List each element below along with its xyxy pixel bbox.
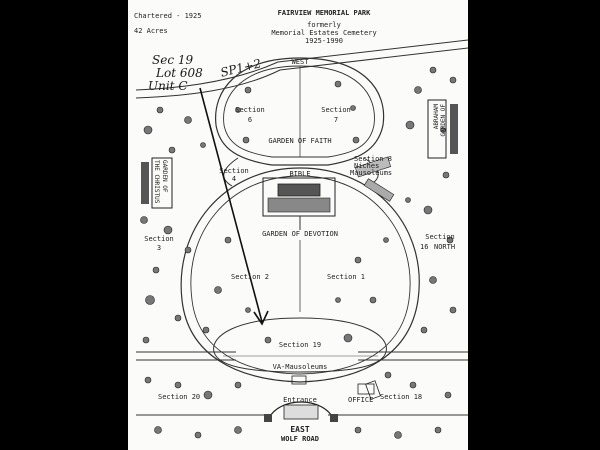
garden-of-christus-label: GARDEN OF — [161, 160, 168, 193]
former-name: Memorial Estates Cemetery — [271, 29, 377, 37]
section-16-label: Section — [425, 233, 455, 241]
section-3-label: Section — [144, 235, 174, 243]
section-18-label: Section 18 — [380, 393, 423, 401]
niches-label: Niches — [354, 162, 380, 170]
hand-drawn-arrow-icon — [199, 87, 263, 323]
acres-label: 42 Acres — [134, 27, 168, 35]
section-2-label: Section 2 — [231, 273, 269, 281]
cemetery-map-drawing — [135, 39, 468, 439]
section-8-label: Section 8 — [354, 155, 392, 163]
section-3-number: 3 — [156, 244, 162, 252]
chartered-label: Chartered - 1925 — [134, 12, 202, 20]
bible-structure — [262, 177, 336, 217]
section-6-label: Section — [235, 106, 265, 114]
tree-icon-group — [140, 66, 457, 439]
section-19-oval — [213, 317, 387, 373]
mausoleums-top-label: Mausoleums — [350, 169, 393, 177]
abraham-label: ABRAHAM — [433, 104, 440, 130]
handwritten-sec: Sec 19 — [152, 53, 194, 67]
section-20-label: Section 20 — [158, 393, 201, 401]
lower-loop-road — [180, 167, 420, 383]
handwritten-unit: Unit C — [148, 79, 188, 93]
entrance-label: Entrance — [283, 396, 317, 404]
section-1-label: Section 1 — [327, 273, 365, 281]
east-label: EAST — [290, 425, 310, 434]
cemetery-map-page: Chartered - 1925 42 Acres FAIRVIEW MEMOR… — [128, 0, 468, 450]
section-6-number: 6 — [247, 116, 253, 124]
park-name: FAIRVIEW MEMORIAL PARK — [277, 9, 371, 17]
north-label: NORTH — [434, 243, 456, 251]
section-7-number: 7 — [333, 116, 339, 124]
section-4-number: 4 — [231, 175, 237, 183]
section-19-label: Section 19 — [278, 341, 322, 349]
west-label: WEST — [291, 58, 309, 66]
section-4-label: Section — [219, 167, 249, 175]
garden-of-faith-label: GARDEN OF FAITH — [268, 137, 332, 145]
garden-of-devotion-label: GARDEN OF DEVOTION — [262, 230, 338, 238]
va-mausoleums-label: VA-Mausoleums — [272, 363, 328, 371]
entrance-gate — [267, 401, 335, 421]
formerly-label: formerly — [307, 21, 341, 29]
bible-label: BIBLE — [289, 170, 311, 178]
wolf-road-label: WOLF ROAD — [281, 435, 319, 443]
office-label: OFFICE — [348, 396, 374, 404]
garden-of-abraham-label: GARDEN OF — [440, 104, 447, 137]
top-loop-road — [215, 57, 385, 166]
years-label: 1925-1990 — [305, 37, 343, 45]
handwritten-lot: Lot 608 — [156, 66, 203, 80]
the-christus-label: THE CHRISTUS — [153, 160, 160, 204]
section-16-number: 16 — [420, 243, 429, 251]
section-7-label: Section — [321, 106, 351, 114]
